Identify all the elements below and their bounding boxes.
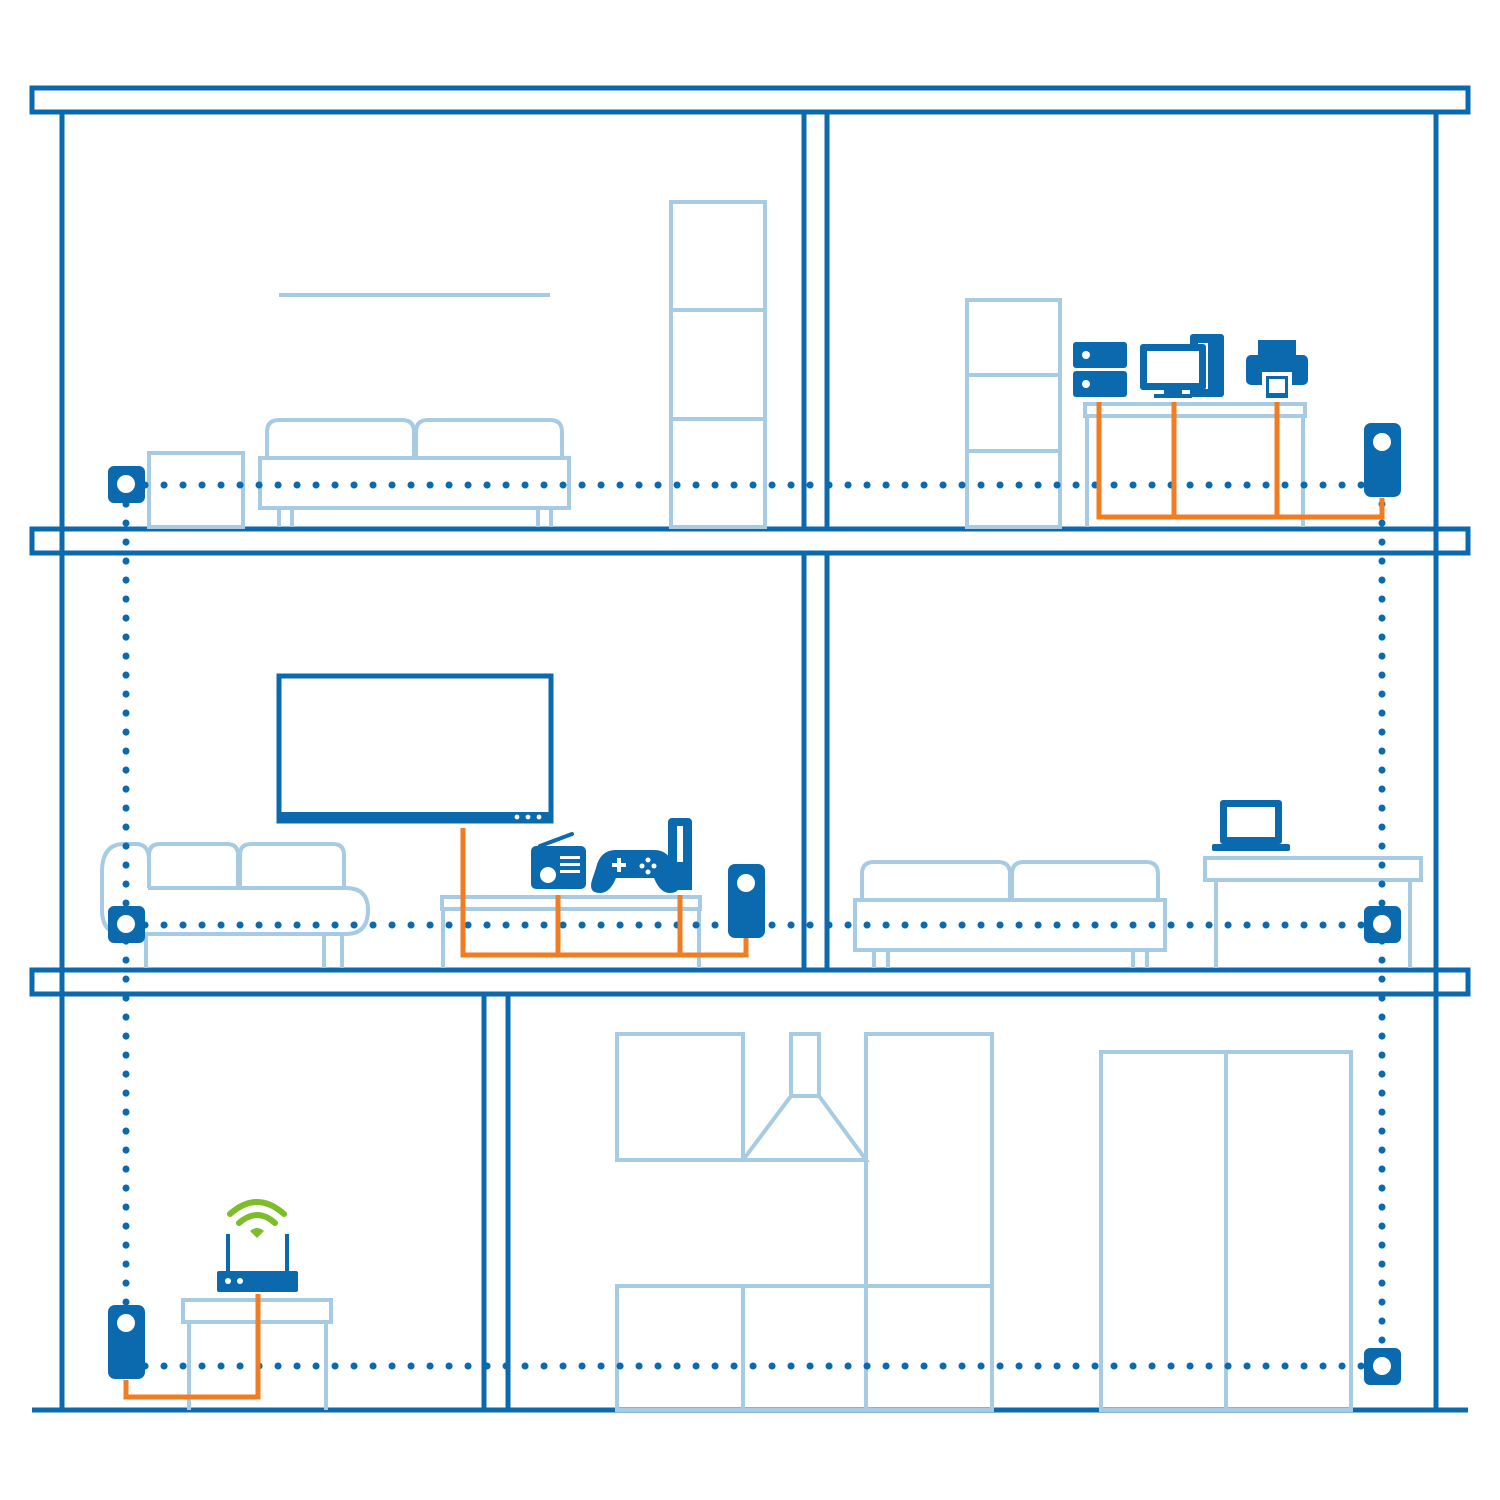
house-structure [29,85,1471,1413]
wall-cabinet [615,1032,745,1162]
powerline-adapters [108,423,1401,1385]
gamepad-icon [591,850,679,893]
ethernet-cables [123,402,1385,1400]
side-table [147,451,245,529]
server-icon [1073,342,1127,397]
wifi-router-icon [217,1234,298,1292]
ethernet-tv-room [460,828,749,958]
router-room [181,1199,333,1410]
media-console [440,895,702,968]
ethernet-office [1096,402,1385,520]
desktop-computer-icon [1140,334,1224,398]
fridge [1099,1050,1353,1412]
living-room [147,200,767,529]
partition-wall-middle [801,550,830,973]
powerline-plug-icon [108,466,145,503]
powerline-plug-icon [1364,906,1401,943]
partition-wall-ground [481,991,511,1413]
roof-beam [29,85,1471,115]
powerline-adapter-icon [1364,423,1401,497]
base-cabinets [615,1284,868,1412]
wifi-signal-icon [227,1199,287,1238]
powerline-adapter-icon [728,864,765,938]
tv-room [100,673,702,968]
game-console-icon [662,818,692,890]
long-sofa [853,860,1167,968]
radio-icon [531,832,586,889]
floor-slab-lower [29,967,1471,997]
powerline-plug-icon [108,906,145,943]
office [965,298,1308,529]
filing-shelf [965,298,1062,529]
kitchen [615,1032,1353,1412]
range-hood [739,1032,870,1162]
office-desk [1083,402,1307,527]
laptop-table [1203,856,1423,968]
sofa [258,418,571,527]
laptop-room [853,800,1423,968]
laptop-icon [1212,800,1290,851]
floor-slab-upper [29,526,1471,556]
bookcase [669,200,767,529]
powerline-plug-icon [1364,1348,1401,1385]
powerline-adapter-icon [108,1305,145,1379]
ethernet-router [123,1294,261,1400]
printer-icon [1246,340,1308,398]
armchair-sofa [100,842,371,968]
partition-wall-top [801,109,830,532]
smart-tv-icon [276,673,554,824]
tall-cabinet [864,1032,994,1412]
